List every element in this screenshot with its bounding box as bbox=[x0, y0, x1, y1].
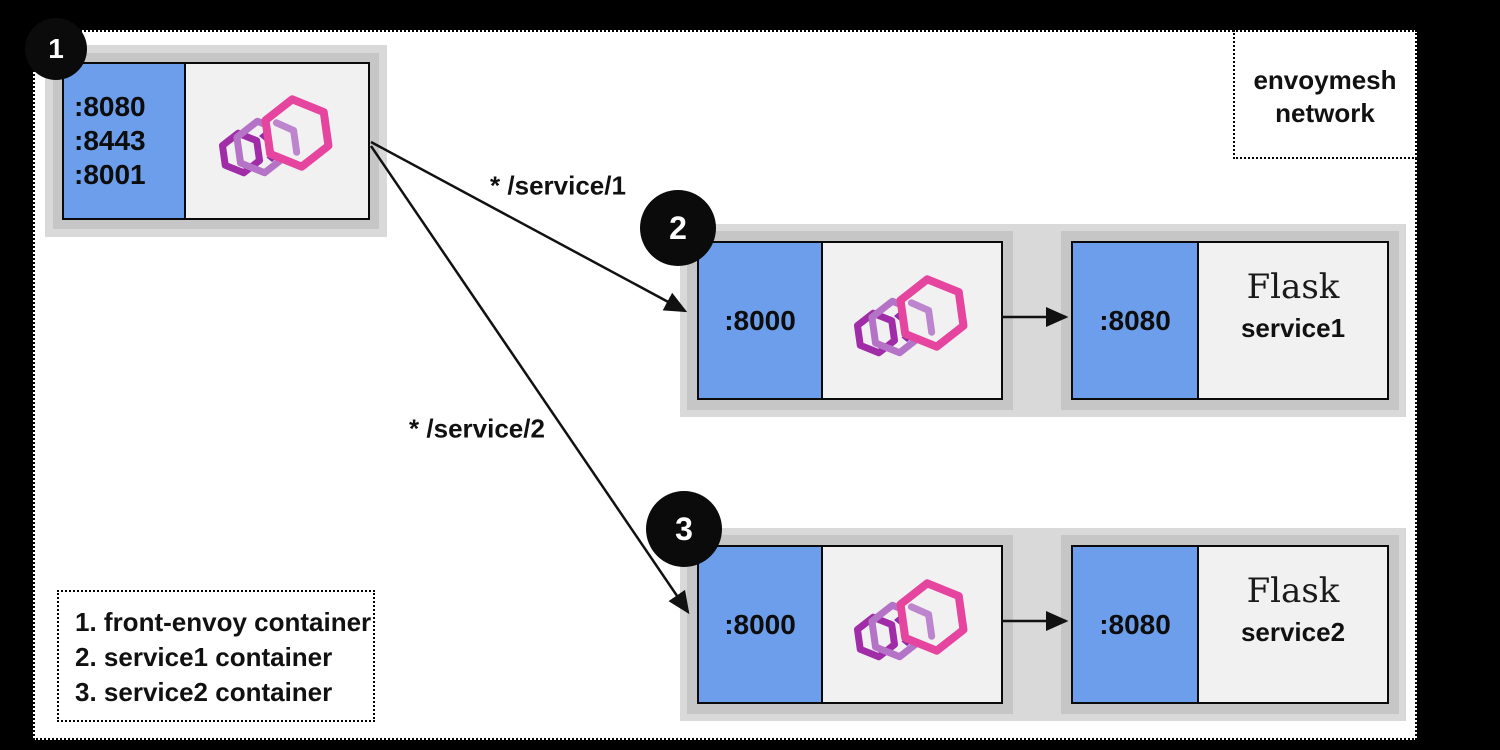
front-envoy-container-frame: :8080 :8443 :8001 bbox=[53, 53, 379, 229]
front-envoy-container: :8080 :8443 :8001 bbox=[45, 45, 387, 237]
front-envoy-port-8443: :8443 bbox=[74, 125, 146, 156]
envoymesh-network-label: envoymesh network bbox=[1233, 30, 1417, 159]
front-envoy-port-8080: :8080 bbox=[74, 91, 146, 122]
service2-app-port-panel: :8080 bbox=[1073, 547, 1199, 702]
service2-app-body: Flask service2 bbox=[1199, 547, 1387, 702]
service2-envoy-sidecar-box: :8000 bbox=[697, 545, 1003, 704]
service1-proxy-port: :8000 bbox=[724, 304, 796, 336]
service2-app-box: :8080 Flask service2 bbox=[1071, 545, 1389, 704]
service2-pod: :8000 :8080 Flask service2 bbox=[680, 528, 1406, 721]
front-envoy-listener-ports-panel: :8080 :8443 :8001 bbox=[64, 64, 186, 218]
envoymesh-network-boundary: envoymesh network :8080 :8443 :8001 :800… bbox=[25, 18, 1417, 740]
service1-pod: :8000 :8080 Flask service1 bbox=[680, 224, 1406, 417]
envoymesh-label-line2: network bbox=[1275, 98, 1375, 128]
service2-app-frame: :8080 Flask service2 bbox=[1061, 535, 1399, 714]
service1-envoy-sidecar-frame: :8000 bbox=[687, 231, 1013, 410]
service1-app-port-panel: :8080 bbox=[1073, 243, 1199, 398]
arrow-route-service2 bbox=[369, 145, 690, 615]
step-badge-service2: 3 bbox=[646, 491, 722, 567]
front-envoy-box: :8080 :8443 :8001 bbox=[62, 62, 370, 220]
envoy-logo-icon bbox=[215, 91, 339, 191]
service2-app-port: :8080 bbox=[1099, 608, 1171, 640]
service2-proxy-port: :8000 bbox=[724, 608, 796, 640]
service1-app-frame: :8080 Flask service1 bbox=[1061, 231, 1399, 410]
route-label-service1: * /service/1 bbox=[490, 170, 626, 201]
arrow-route-service1 bbox=[370, 140, 688, 313]
service1-proxy-port-panel: :8000 bbox=[699, 243, 823, 398]
flask-wordmark: Flask bbox=[1246, 571, 1340, 611]
legend-item-service1: 2. service1 container bbox=[75, 642, 333, 672]
service2-proxy-port-panel: :8000 bbox=[699, 547, 823, 702]
envoy-logo-icon bbox=[850, 575, 974, 675]
service1-app-name: service1 bbox=[1240, 313, 1346, 343]
route-label-service2: * /service/2 bbox=[409, 413, 545, 444]
service2-envoy-logo-panel bbox=[823, 547, 1001, 702]
front-envoy-port-8001: :8001 bbox=[74, 159, 146, 190]
legend-item-service2: 3. service2 container bbox=[75, 677, 333, 707]
envoy-logo-icon bbox=[850, 271, 974, 371]
flask-wordmark: Flask bbox=[1246, 267, 1340, 307]
step-badge-front-envoy: 1 bbox=[25, 18, 87, 80]
front-envoy-logo-panel bbox=[186, 64, 368, 218]
step-badge-service1: 2 bbox=[640, 190, 716, 266]
service2-envoy-sidecar-frame: :8000 bbox=[687, 535, 1013, 714]
service1-app-port: :8080 bbox=[1099, 304, 1171, 336]
legend-item-front-envoy: 1. front-envoy container bbox=[75, 607, 372, 637]
legend: 1. front-envoy container 2. service1 con… bbox=[57, 590, 375, 722]
service1-envoy-sidecar-box: :8000 bbox=[697, 241, 1003, 400]
service1-app-body: Flask service1 bbox=[1199, 243, 1387, 398]
envoymesh-label-line1: envoymesh bbox=[1253, 65, 1397, 95]
service1-app-box: :8080 Flask service1 bbox=[1071, 241, 1389, 400]
service1-envoy-logo-panel bbox=[823, 243, 1001, 398]
service2-app-name: service2 bbox=[1240, 617, 1346, 647]
